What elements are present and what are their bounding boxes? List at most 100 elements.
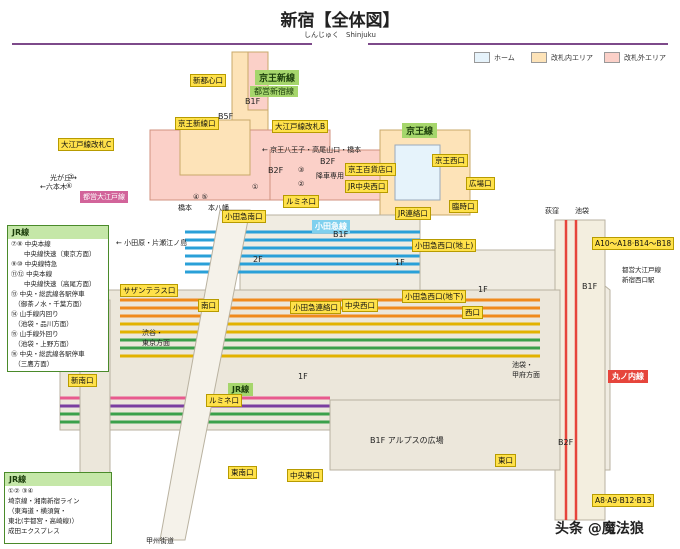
text-hashimoto: 橋本 — [178, 204, 192, 212]
level-2f: 2F — [253, 255, 263, 264]
gate-southern-terrace[interactable]: サザンテラス口 — [120, 284, 179, 297]
legend-item-outer: 改札外エリア — [604, 52, 666, 63]
watermark: 头条 @魔法狼 — [555, 521, 644, 537]
jr-legend-sub: JR線 ①② ③④ 埼京線・湘南新宿ライン （東海道・横須賀・ 東北(宇都宮・高… — [4, 472, 112, 544]
jr-legend-row: ⑨⑩ 中央線特急 — [11, 260, 58, 268]
marunouchi-area — [554, 219, 606, 521]
level-b2f-maru: B2F — [558, 438, 574, 447]
legend-swatch-outer — [604, 52, 620, 63]
text-ikebukuro-2: 池袋 — [575, 207, 589, 215]
page-subtitle: しんじゅく Shinjuku — [304, 31, 376, 39]
legend-item-home: ホーム — [474, 52, 515, 63]
line-label-toei-shinjuku: 都営新宿線 — [250, 86, 298, 97]
text-kouka-only: 降車専用 — [316, 172, 344, 180]
jr-legend-main: JR線 ⑦⑧ 中央本線 中央線快速（東京方面） ⑨⑩ 中央線特急 ⑪⑫ 中央本線… — [7, 225, 109, 372]
gate-higashi[interactable]: 東口 — [495, 454, 516, 467]
gate-odakyu-nishi-chika[interactable]: 小田急西口(地下) — [402, 290, 467, 303]
text-koshu: 甲州街道 — [146, 537, 174, 545]
jr-legend-row: ⑯ 中央・総武線各駅停車 — [11, 350, 85, 358]
page-title: 新宿【全体図】 — [280, 11, 400, 31]
jr-legend-main-title: JR線 — [8, 226, 108, 239]
line-label-odakyu: 小田急線 — [312, 220, 350, 233]
jr-legend-row: ⑪⑫ 中央本線 — [11, 270, 53, 278]
legend-swatch-inner — [531, 52, 547, 63]
jr-legend-row: （池袋・上野方面） — [11, 340, 73, 348]
text-roppongi: ←六本木 — [40, 183, 67, 191]
jr-legend-sub-row: 東北(宇都宮・高崎線)） — [8, 517, 79, 525]
jr-legend-row: （池袋・品川方面） — [11, 320, 73, 328]
level-b5f: B5F — [218, 112, 234, 121]
gate-rinji[interactable]: 臨時口 — [449, 200, 478, 213]
jr-legend-row: ⑬ 中央・総武線各駅停車 — [11, 290, 85, 298]
gate-nishi[interactable]: 西口 — [462, 306, 483, 319]
gate-odakyu-nishi-chijo[interactable]: 小田急西口(地上) — [412, 239, 477, 252]
track-number-7: ⑦ — [68, 173, 75, 181]
legend-label-inner: 改札内エリア — [551, 53, 593, 62]
line-label-jr: JR線 — [228, 383, 254, 396]
text-oedo-transfer: 都営大江戸線 新宿西口駅 — [622, 266, 661, 284]
exits-south[interactable]: A8·A9·B12·B13 — [592, 494, 655, 507]
legend-label-outer: 改札外エリア — [624, 53, 666, 62]
level-b2f-left: B2F — [268, 166, 284, 175]
level-b1f-mid: B1F — [333, 230, 349, 239]
text-odawara: ← 小田原・片瀬江ノ島 — [116, 239, 188, 247]
gate-higashi-minami[interactable]: 東南口 — [228, 466, 257, 479]
track-number-2: ② — [298, 180, 305, 188]
track-number-6: ⑥ — [66, 182, 73, 190]
alps-plaza — [329, 399, 561, 471]
gate-hiroba[interactable]: 広場口 — [466, 177, 495, 190]
jr-legend-row: 中央線快速（東京方面） — [11, 250, 96, 258]
gate-keio-nishi[interactable]: 京王西口 — [432, 154, 468, 167]
exits-north[interactable]: A10～A18·B14～B18 — [592, 237, 675, 250]
gate-jr-chuo-nishi[interactable]: JR中央西口 — [345, 180, 389, 193]
text-alps-plaza: B1F アルプスの広場 — [370, 436, 444, 445]
legend-swatch-home — [474, 52, 490, 63]
gate-chuo-nishi[interactable]: 中央西口 — [342, 299, 378, 312]
jr-legend-sub-title: JR線 — [5, 473, 111, 486]
jr-legend-sub-row: ①② ③④ — [8, 487, 34, 495]
jr-legend-row: ⑭ 山手線内回り — [11, 310, 59, 318]
gate-keio-depart[interactable]: 京王百貨店口 — [345, 163, 396, 176]
level-1f-odakyu-2: 1F — [478, 285, 488, 294]
level-1f-odakyu: 1F — [395, 258, 405, 267]
jr-legend-row: （三鷹方面） — [11, 360, 54, 368]
jr-legend-sub-row: 埼京線・湘南新宿ライン — [8, 497, 80, 505]
text-motohachiman: 本八幡 — [208, 204, 229, 212]
level-b2f: B2F — [320, 157, 336, 166]
jr-legend-row: ⑦⑧ 中央本線 — [11, 240, 51, 248]
jr-legend-row: 中央線快速（高尾方面） — [11, 280, 96, 288]
gate-keio-new[interactable]: 京王新線口 — [175, 117, 219, 130]
gate-oedo-c[interactable]: 大江戸線改札C — [58, 138, 115, 151]
text-shibuya: 渋谷・ 東京方面 — [142, 329, 170, 347]
text-hikarigaoka: 光が丘→ — [50, 174, 77, 182]
gate-oedo-b[interactable]: 大江戸線改札B — [272, 120, 329, 133]
line-label-marunouchi: 丸ノ内線 — [608, 370, 648, 383]
gate-chuo-higashi[interactable]: 中央東口 — [287, 469, 323, 482]
legend-label-home: ホーム — [494, 53, 515, 62]
keio-platform — [394, 144, 441, 201]
title-rule-left — [12, 43, 312, 45]
gate-minami[interactable]: 南口 — [198, 299, 219, 312]
jr-legend-row: ⑮ 山手線外回り — [11, 330, 59, 338]
level-b1f-maru: B1F — [582, 282, 598, 291]
jr-legend-sub-row: 成田エクスプレス — [8, 527, 60, 535]
gate-odakyu-minami[interactable]: 小田急南口 — [222, 210, 266, 223]
gate-lumine[interactable]: ルミネ口 — [283, 195, 319, 208]
legend-item-inner: 改札内エリア — [531, 52, 593, 63]
text-ikebukuro: 池袋・ 甲府方面 — [512, 361, 540, 379]
jr-legend-row: （御茶ノ水・千葉方面） — [11, 300, 86, 308]
gate-odakyu-renraku[interactable]: 小田急連絡口 — [290, 301, 341, 314]
level-1f-jr: 1F — [298, 372, 308, 381]
track-number-4: ④ ⑤ — [193, 193, 208, 201]
level-b1f-keio-new: B1F — [245, 97, 261, 106]
gate-jr-renraku[interactable]: JR連絡口 — [395, 207, 431, 220]
track-number-3: ③ — [298, 166, 305, 174]
gate-shintoshin[interactable]: 新都心口 — [190, 74, 226, 87]
track-number-1: ① — [252, 183, 259, 191]
text-ogikubo: 荻窪 — [545, 207, 559, 215]
oedo-inner-area — [179, 119, 251, 176]
jr-legend-sub-row: （東海道・横須賀・ — [8, 507, 67, 515]
gate-shin-minami[interactable]: 新南口 — [68, 374, 97, 387]
gate-lumine-2[interactable]: ルミネ口 — [206, 394, 242, 407]
line-label-keio-new: 京王新線 — [255, 70, 300, 85]
